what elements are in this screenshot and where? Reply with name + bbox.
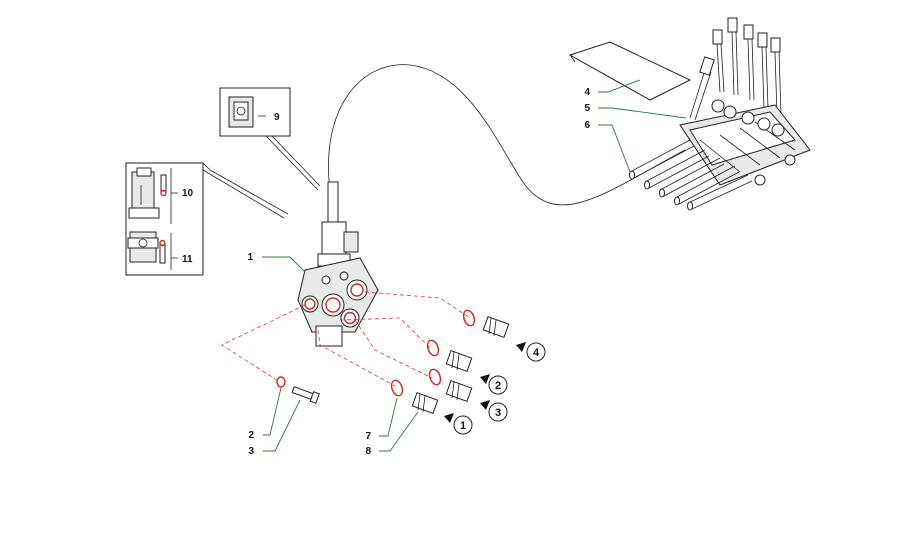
callout-3: 3 bbox=[248, 446, 254, 457]
callout-6: 6 bbox=[584, 120, 590, 131]
port-marker-4: 4 bbox=[516, 342, 546, 362]
port-fittings bbox=[276, 309, 510, 414]
port-marker-3: 3 bbox=[480, 400, 508, 422]
callout-5: 5 bbox=[584, 103, 590, 114]
svg-text:3: 3 bbox=[495, 407, 501, 419]
callout-1: 1 bbox=[247, 252, 253, 263]
control-cable bbox=[328, 64, 686, 206]
port-marker-1: 1 bbox=[444, 413, 473, 435]
svg-text:4: 4 bbox=[533, 347, 540, 359]
leader-lines bbox=[262, 79, 687, 452]
svg-text:1: 1 bbox=[460, 420, 466, 432]
callout-10: 10 bbox=[182, 188, 194, 199]
port-marker-2: 2 bbox=[480, 374, 508, 395]
callout-8: 8 bbox=[365, 446, 371, 457]
callout-4: 4 bbox=[584, 87, 590, 98]
multi-spool-valve-bank bbox=[568, 17, 811, 211]
main-valve-body bbox=[297, 181, 379, 347]
callout-7: 7 bbox=[365, 431, 371, 442]
callout-9: 9 bbox=[274, 112, 280, 123]
callout-11: 11 bbox=[182, 254, 193, 265]
inset-detail-10-11 bbox=[125, 162, 289, 276]
dashed-connections bbox=[221, 291, 471, 387]
callout-2: 2 bbox=[248, 430, 254, 441]
svg-text:2: 2 bbox=[495, 380, 501, 392]
inset-detail-9 bbox=[219, 87, 321, 191]
